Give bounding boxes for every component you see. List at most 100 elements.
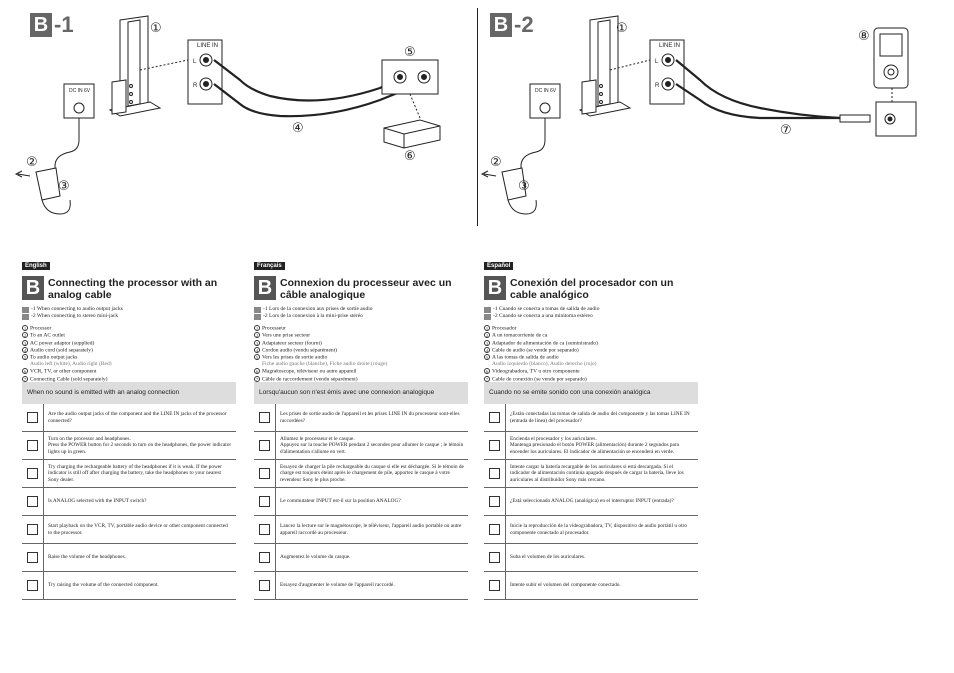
checkbox-cell [22,572,44,599]
checkbox[interactable] [489,496,500,507]
table-row: Are the audio output jacks of the compon… [22,404,236,432]
checkbox[interactable] [489,552,500,563]
checkbox[interactable] [27,496,38,507]
checkbox[interactable] [259,412,270,423]
checkbox[interactable] [259,468,270,479]
table-row: Le commutateur INPUT est-il sur la posit… [254,488,468,516]
legend-number: 3 [484,339,490,346]
legend-number: 1 [254,325,260,331]
row-text: Lancez la lecture sur le magnétoscope, l… [280,522,462,536]
table-row: ¿Están conectadas las tomas de salida de… [484,404,698,432]
row-text: ¿Está seleccionado ANALOG (analógica) en… [510,498,674,505]
checkbox[interactable] [27,468,38,479]
legend-text: Cable de audio (se vende por separado) [492,347,579,354]
callout-2: ② [490,155,502,170]
legend-number: 4 [484,346,490,353]
legend-text: A las tomas de salida de audio [492,354,559,361]
row-text: Le commutateur INPUT est-il sur la posit… [280,498,401,505]
line-in-label: LINE IN [659,43,680,49]
table-header: Cuando no se emite sonido con una conexi… [484,382,698,404]
legend-text: Magnétoscope, téléviseur ou autre appare… [262,368,357,375]
checkbox[interactable] [489,440,500,451]
row-text: Allumez le processeur et le casque. Appu… [280,435,464,455]
checkbox[interactable] [489,524,500,535]
checkbox[interactable] [259,440,270,451]
table-row: Lancez la lecture sur le magnétoscope, l… [254,516,468,544]
checkbox[interactable] [259,524,270,535]
troubleshooting-table: When no sound is emitted with an analog … [22,382,236,600]
legend-number: 3 [254,339,260,346]
callout-3: ③ [58,179,70,194]
table-row: Try charging the rechargeable battery of… [22,460,236,488]
table-row: Intente cargar la batería recargable de … [484,460,698,488]
section-heading: B Connexion du processeur avec un câble … [254,276,468,301]
section-label-b1: B-1 [30,12,74,38]
language-column: English B Connecting the processor with … [22,254,236,390]
checkbox-cell [254,544,276,571]
legend-number: 4 [254,346,260,353]
legend-number: 2 [22,332,28,339]
left-label: L [655,59,659,65]
table-header: Lorsqu'aucun son n'est émis avec une con… [254,382,468,404]
b-marker [254,306,261,313]
legend-text: Connecting Cable (sold separately) [30,375,108,382]
legend-subtext: Fiche audio gauche (blanche), Fiche audi… [262,361,388,368]
row-text: ¿Están conectadas las tomas de salida de… [510,410,690,424]
processor-illustration [578,15,632,117]
checkbox-cell [254,460,276,487]
row-text: Raise the volume of the headphones. [48,554,126,561]
checkbox[interactable] [27,552,38,563]
checkbox[interactable] [27,580,38,591]
mode-item: -2 Cuando se conecta a una minitoma esté… [484,313,698,320]
line-in-label: LINE IN [197,43,218,49]
legend-subtext: Audio left (white), Audio right (Red) [30,361,112,368]
callout-8: ⑧ [858,29,870,44]
checkbox[interactable] [259,580,270,591]
checkbox-cell [484,488,506,515]
checkbox[interactable] [489,580,500,591]
checkbox[interactable] [27,440,38,451]
checkbox[interactable] [489,468,500,479]
legend-text: To an AC outlet [30,332,65,339]
section-heading: B Conexión del procesador con un cable a… [484,276,698,301]
mode-item: -2 When connecting to stereo mini-jack [22,313,236,320]
legend-text: Processor [30,325,52,332]
legend-text: Câble de raccordement (vendu séparément) [262,375,358,382]
checkbox-cell [254,432,276,459]
mode-text: -2 Lors de la connexion à la mini-prise … [263,313,363,319]
checkbox[interactable] [259,552,270,563]
table-row: Les prises de sortie audio de l'appareil… [254,404,468,432]
row-text: Is ANALOG selected with the INPUT switch… [48,498,147,505]
legend-number: 1 [22,325,28,331]
row-text: Augmentez le volume du casque. [280,554,351,561]
troubleshooting-table: Cuando no se emite sonido con una conexi… [484,382,698,600]
checkbox[interactable] [489,412,500,423]
b-marker [484,306,491,313]
checkbox-cell [484,572,506,599]
legend-number: 2 [254,332,260,339]
legend-number: 7 [254,375,260,382]
checkbox[interactable] [27,524,38,535]
callout-1: ① [616,21,628,36]
callout-6: ⑥ [404,149,416,164]
mode-list: -1 Lors de la connexion aux prises de so… [254,306,468,320]
row-text: Encienda el procesador y los auriculares… [510,435,680,455]
checkbox[interactable] [259,496,270,507]
language-tag: Français [254,262,285,270]
checkbox-cell [484,460,506,487]
mode-item: -1 Lors de la connexion aux prises de so… [254,306,468,313]
mode-text: -1 When connecting to audio output jacks [31,306,123,312]
row-text: Try charging the rechargeable battery of… [48,463,222,483]
row-text: Essayez d'augmenter le volume de l'appar… [280,582,395,589]
legend-text: Vers les prises de sortie audio [262,354,328,361]
row-text: Intente cargar la batería recargable de … [510,463,684,483]
checkbox[interactable] [27,412,38,423]
